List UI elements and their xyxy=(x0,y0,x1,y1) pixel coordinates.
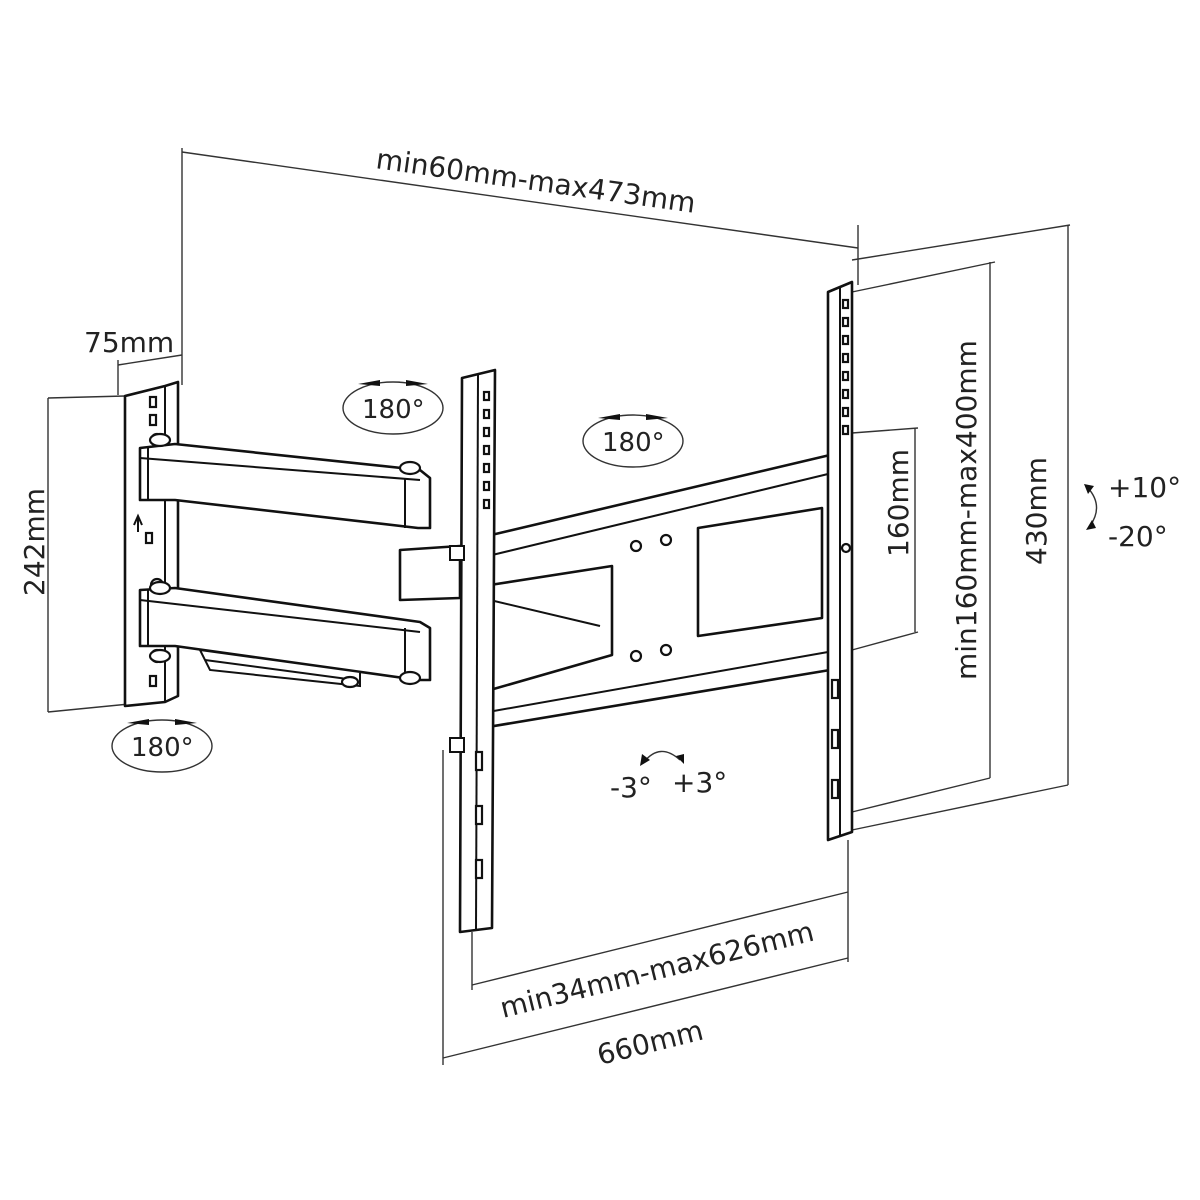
level-right-label: +3° xyxy=(672,766,727,799)
wall-swivel-label: 180° xyxy=(362,395,425,425)
tv-bracket-width-label: 660mm xyxy=(594,1014,707,1072)
vesa-horizontal-label: min34mm-max626mm xyxy=(497,915,818,1025)
depth-label: min60mm-max473mm xyxy=(374,142,698,220)
vesa-vertical-min-label: 160mm xyxy=(882,449,915,557)
level-left-label: -3° xyxy=(610,771,652,804)
wall-plate-height-label: 242mm xyxy=(18,488,51,596)
vesa-vertical-label: min160mm-max400mm xyxy=(950,340,983,680)
tilt-down-label: -20° xyxy=(1108,520,1168,553)
rotation-arrow-icon xyxy=(111,380,684,773)
tv-plate xyxy=(468,453,844,732)
dimension-lines xyxy=(47,148,1071,1065)
wall-plate-width-label: 75mm xyxy=(84,326,174,359)
arm-swivel-label: 180° xyxy=(602,428,665,458)
level-arrow-icon xyxy=(640,750,684,766)
bracket-swivel-label: 180° xyxy=(131,733,194,763)
right-tv-rail xyxy=(826,280,854,842)
swing-arms xyxy=(138,432,462,689)
tv-bracket-height-label: 430mm xyxy=(1020,457,1053,565)
tilt-arrow-icon xyxy=(1084,484,1098,530)
left-tv-rail xyxy=(449,368,497,934)
tilt-up-label: +10° xyxy=(1108,471,1181,504)
